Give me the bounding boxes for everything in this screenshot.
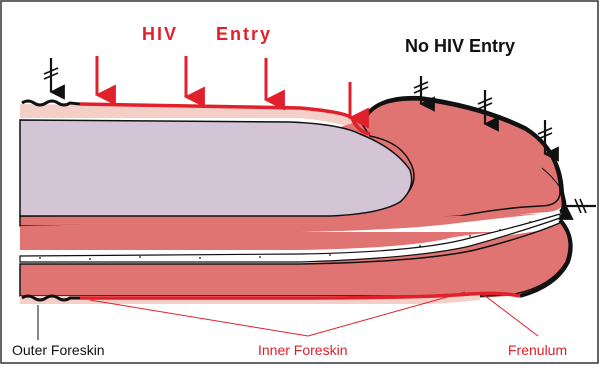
inner-foreskin-label: Inner Foreskin [258, 342, 347, 358]
glans [20, 120, 412, 216]
outer-foreskin-label: Outer Foreskin [12, 342, 105, 358]
no-hiv-entry-label: No HIV Entry [405, 36, 515, 56]
entry-label: Entry [216, 24, 272, 44]
hiv-label: HIV [142, 24, 178, 44]
frenulum-label: Frenulum [508, 342, 567, 358]
